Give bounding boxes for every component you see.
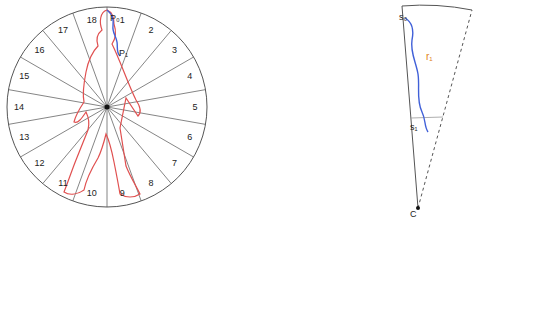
sector-number: 1 — [120, 16, 125, 25]
sector-wedge — [402, 5, 472, 208]
sector-number: 9 — [120, 189, 125, 198]
sector-lines — [9, 7, 206, 207]
sector-line — [20, 57, 107, 107]
point-label: P₁ — [119, 49, 128, 58]
sector-number: 2 — [148, 26, 153, 35]
sector-number: 17 — [58, 26, 68, 35]
sector-number: 11 — [58, 179, 67, 188]
sector-line — [107, 107, 108, 207]
sector-number: 14 — [14, 103, 24, 112]
sector-number: 12 — [35, 159, 45, 168]
sector-number: 18 — [87, 16, 97, 25]
sector-number: 8 — [148, 179, 153, 188]
wedge-apex — [416, 206, 420, 210]
sector-number: 16 — [35, 46, 45, 55]
center-point — [105, 105, 110, 110]
wedge-contour — [405, 18, 428, 132]
sector-line — [107, 7, 108, 107]
sector-number: 6 — [187, 133, 192, 142]
sector-number: 15 — [19, 72, 29, 81]
wedge-cross-line — [411, 117, 443, 118]
point-label: C — [410, 210, 417, 219]
sector-number: 7 — [172, 159, 177, 168]
sector-line — [107, 107, 194, 157]
silhouette — [64, 10, 140, 197]
point-label: P₀ — [110, 14, 120, 23]
sector-number: 4 — [187, 72, 192, 81]
point-label: s₀ — [399, 13, 407, 22]
sector-number: 10 — [87, 189, 97, 198]
wedge-dashed-edge — [418, 10, 472, 208]
sector-line — [107, 13, 141, 107]
point-label: r₁ — [426, 52, 433, 62]
sector-number: 3 — [172, 46, 177, 55]
sector-line — [107, 107, 171, 184]
point-label: s₁ — [410, 123, 418, 132]
outer-circle — [7, 7, 207, 207]
sector-line — [107, 90, 205, 107]
sector-number: 13 — [19, 133, 29, 142]
contour-segment — [107, 10, 120, 56]
sector-number: 5 — [192, 103, 197, 112]
